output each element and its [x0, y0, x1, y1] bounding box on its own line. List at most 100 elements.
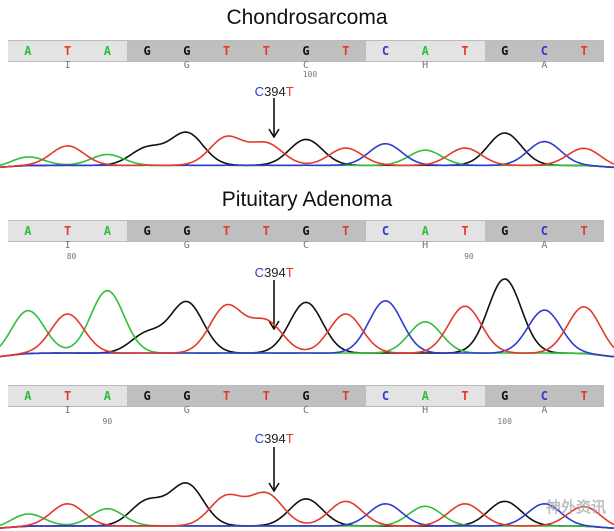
base-call: A	[405, 221, 446, 241]
base-call: G	[286, 41, 326, 61]
chromatogram-trace	[0, 131, 614, 169]
mutation-label-part: T	[285, 431, 294, 446]
base-call: G	[166, 386, 207, 406]
amino-acid-label: A	[541, 405, 548, 416]
trace-line-A	[0, 289, 614, 358]
mutation-arrow	[268, 98, 280, 138]
amino-acid-label: H	[422, 60, 429, 71]
trace-line-C	[0, 502, 614, 529]
base-call: C	[365, 41, 406, 61]
base-call: C	[524, 41, 565, 61]
amino-acid-label: H	[422, 240, 429, 251]
trace-line-T	[0, 135, 614, 168]
base-call: C	[524, 386, 565, 406]
base-call: T	[445, 221, 485, 241]
sequence-position-label: 90	[102, 417, 113, 426]
mutation-label-part: T	[285, 84, 294, 99]
amino-acid-label: G	[183, 405, 190, 416]
base-call: A	[8, 386, 48, 406]
amino-acid-label: C	[302, 240, 310, 251]
base-call: G	[484, 221, 525, 241]
base-call: T	[206, 386, 247, 406]
trace-line-G	[0, 131, 614, 169]
base-call: T	[325, 41, 366, 61]
base-call: T	[246, 41, 287, 61]
chromatogram-trace	[0, 482, 614, 529]
mutation-label-part: C	[254, 265, 265, 280]
amino-acid-label: I	[64, 405, 71, 416]
sequence-position-label: 100	[497, 417, 512, 426]
chromatogram-trace	[0, 278, 614, 358]
base-call: G	[484, 386, 525, 406]
trace-line-G	[0, 278, 614, 358]
base-call: T	[564, 41, 605, 61]
trace-line-G	[0, 482, 614, 529]
trace-line-C	[0, 299, 614, 358]
base-call: C	[524, 221, 565, 241]
mutation-label-part: T	[285, 265, 294, 280]
base-call: T	[206, 221, 247, 241]
base-call: A	[405, 41, 446, 61]
mutation-label-part: 394	[264, 431, 286, 446]
mutation-label: C394T	[255, 84, 294, 99]
sequence-position-label: 80	[66, 252, 77, 261]
base-call: A	[87, 41, 128, 61]
base-call: G	[286, 221, 326, 241]
base-call: T	[564, 386, 605, 406]
sequence-position-label: 100	[302, 70, 318, 79]
base-call: T	[47, 386, 88, 406]
trace-line-T	[0, 491, 614, 529]
base-call: G	[127, 41, 167, 61]
base-call: T	[325, 386, 366, 406]
base-call: C	[365, 386, 406, 406]
mutation-label-part: C	[254, 431, 265, 446]
base-call: A	[8, 221, 48, 241]
trace-line-C	[0, 140, 614, 169]
mutation-label-part: C	[254, 84, 265, 99]
base-call: T	[47, 221, 88, 241]
panel-title-chondrosarcoma: Chondrosarcoma	[226, 6, 388, 29]
mutation-arrow	[268, 447, 280, 492]
base-call: A	[87, 221, 128, 241]
amino-acid-label: A	[541, 60, 548, 71]
mutation-label: C394T	[255, 265, 294, 280]
amino-acid-label: G	[183, 60, 190, 71]
base-call: T	[246, 386, 287, 406]
base-call: T	[445, 386, 485, 406]
base-call: C	[365, 221, 406, 241]
base-call: T	[564, 221, 605, 241]
base-call: T	[206, 41, 247, 61]
amino-acid-label: I	[64, 240, 71, 251]
trace-line-T	[0, 303, 614, 358]
base-call: T	[445, 41, 485, 61]
panel-title-pituitary-adenoma: Pituitary Adenoma	[221, 188, 393, 211]
amino-acid-label: H	[422, 405, 429, 416]
amino-acid-label: C	[302, 60, 310, 71]
base-call: G	[127, 386, 167, 406]
base-call: A	[8, 41, 48, 61]
amino-acid-label: C	[302, 405, 310, 416]
watermark-text: 神外资讯	[545, 498, 606, 516]
base-call: G	[166, 221, 207, 241]
base-call: T	[325, 221, 366, 241]
base-call: G	[166, 41, 207, 61]
base-call: A	[405, 386, 446, 406]
base-call: G	[286, 386, 326, 406]
base-call: A	[87, 386, 128, 406]
amino-acid-label: I	[64, 60, 71, 71]
base-call: G	[127, 221, 167, 241]
mutation-label-part: 394	[264, 265, 286, 280]
base-call: G	[484, 41, 525, 61]
mutation-label: C394T	[255, 431, 294, 446]
base-call: T	[47, 41, 88, 61]
mutation-arrow	[268, 280, 280, 330]
base-call: T	[246, 221, 287, 241]
amino-acid-label: A	[541, 240, 548, 251]
sequence-position-label: 90	[464, 252, 474, 261]
